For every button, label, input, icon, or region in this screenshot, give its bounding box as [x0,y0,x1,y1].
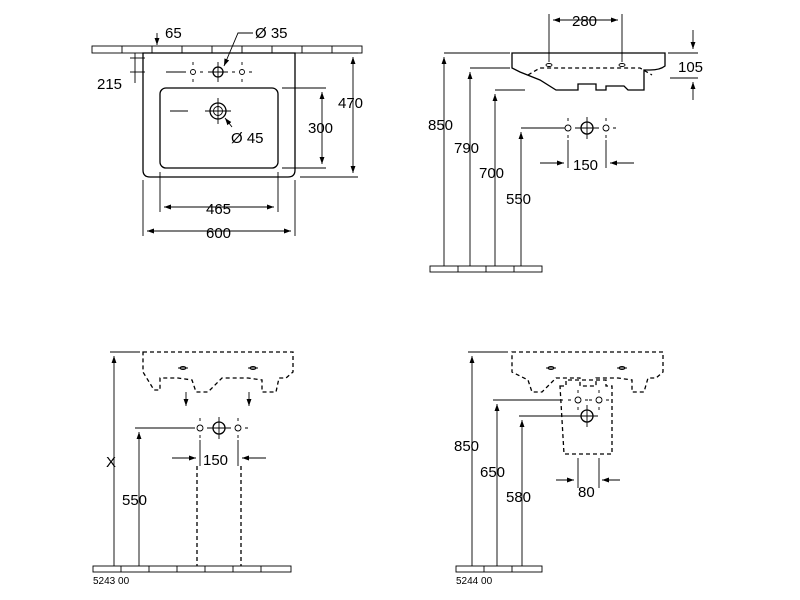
supply-drain-symbols-5243 [190,417,248,439]
dim-x: X [106,454,116,471]
supply-drain-symbols-5244 [568,390,609,427]
variant-5243: 150 X 550 5243 00 [92,351,294,587]
basin-bowl [159,87,279,169]
variant-5244: 80 850 650 580 5244 00 [454,351,664,587]
dim-850: 850 [428,117,453,134]
floor-strip-5244 [455,565,543,573]
dim-850-5244: 850 [454,438,479,455]
top-view: 65 215 Ø 35 470 300 Ø 45 465 600 [91,25,363,242]
side-view: 280 105 850 790 700 550 150 [428,13,703,273]
basin-dashed-5244 [511,351,664,393]
basin-profile [511,52,666,91]
dim-600: 600 [206,225,231,242]
article-number-5244: 5244 00 [456,576,493,587]
dim-790: 790 [454,140,479,157]
basin-outline [142,52,296,178]
dim-diameter-45: Ø 45 [231,130,264,147]
dim-150: 150 [573,157,598,174]
dim-465: 465 [206,201,231,218]
dim-470: 470 [338,95,363,112]
wall-strip-top [91,45,363,54]
dim-580: 580 [506,489,531,506]
dim-105: 105 [678,59,703,76]
half-pedestal-dashed [559,379,613,455]
floor-strip-5243 [92,565,292,573]
dim-550: 550 [506,191,531,208]
tap-hole-left [183,62,203,82]
supply-drain-symbols [558,117,616,139]
dim-280: 280 [572,13,597,30]
dim-550-5243: 550 [122,492,147,509]
dim-150-5243: 150 [203,452,228,469]
dim-700: 700 [479,165,504,182]
dim-65: 65 [165,25,182,42]
dim-diameter-35: Ø 35 [255,25,288,42]
dim-80: 80 [578,484,595,501]
basin-dashed-5243 [142,351,294,393]
dim-300: 300 [308,120,333,137]
tap-hole-right [232,62,252,82]
dim-650: 650 [480,464,505,481]
drain-hole [205,98,231,124]
tap-hole-center [208,62,228,82]
dim-215: 215 [97,76,122,93]
floor-strip-side [429,265,543,273]
article-number-5243: 5243 00 [93,576,130,587]
